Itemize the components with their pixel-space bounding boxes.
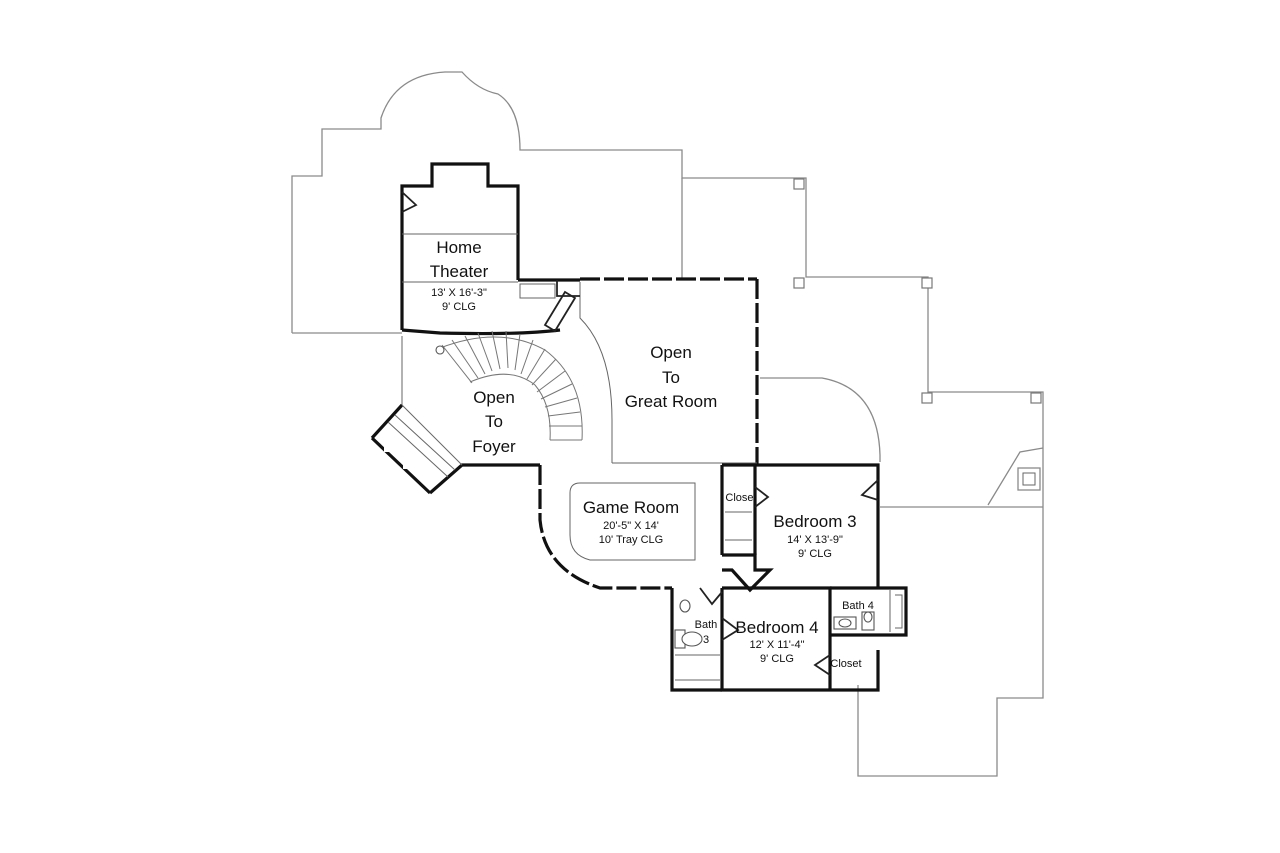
bath-3-line1: Bath bbox=[695, 619, 718, 631]
home-theater-name-line1: Home bbox=[436, 238, 481, 257]
great-room-walls bbox=[518, 277, 759, 465]
home-theater-name-line2: Theater bbox=[430, 262, 489, 281]
game-room-name: Game Room bbox=[583, 498, 679, 517]
great-room-line1: Open bbox=[650, 343, 692, 362]
room-labels: Home Theater 13' X 16'-3" 9' CLG Open To… bbox=[430, 238, 874, 670]
bedroom-4-walls bbox=[675, 586, 908, 692]
closet-lower-label: Closet bbox=[830, 658, 861, 670]
foyer-line1: Open bbox=[473, 388, 515, 407]
bedroom-3-name: Bedroom 3 bbox=[773, 512, 856, 531]
foyer-line3: Foyer bbox=[472, 437, 516, 456]
bath-3-line2: 3 bbox=[703, 634, 709, 646]
foyer-line2: To bbox=[485, 412, 503, 431]
curved-staircase bbox=[435, 330, 583, 441]
bath-fixtures bbox=[674, 599, 875, 649]
bedroom-3-size: 14' X 13'-9" bbox=[787, 534, 843, 546]
game-room-ceiling: 10' Tray CLG bbox=[599, 534, 663, 546]
lower-floor-outline bbox=[291, 71, 1044, 777]
bedroom-3-walls bbox=[720, 463, 880, 593]
bath-4-label: Bath 4 bbox=[842, 600, 874, 612]
column-posts bbox=[793, 178, 1042, 404]
game-room-size: 20'-5" X 14' bbox=[603, 520, 659, 532]
home-theater-size: 13' X 16'-3" bbox=[431, 287, 487, 299]
bedroom-4-ceiling: 9' CLG bbox=[760, 653, 794, 665]
home-theater-ceiling: 9' CLG bbox=[442, 301, 476, 313]
game-room-walls bbox=[538, 465, 722, 692]
foyer-walls bbox=[370, 336, 540, 495]
closet-upper-label: Closet bbox=[725, 492, 756, 504]
bedroom-4-size: 12' X 11'-4" bbox=[750, 639, 805, 651]
great-room-line2: To bbox=[662, 368, 680, 387]
great-room-line3: Great Room bbox=[625, 392, 718, 411]
bedroom-4-name: Bedroom 4 bbox=[735, 618, 818, 637]
bedroom-3-ceiling: 9' CLG bbox=[798, 548, 832, 560]
home-theater-walls bbox=[400, 162, 561, 336]
